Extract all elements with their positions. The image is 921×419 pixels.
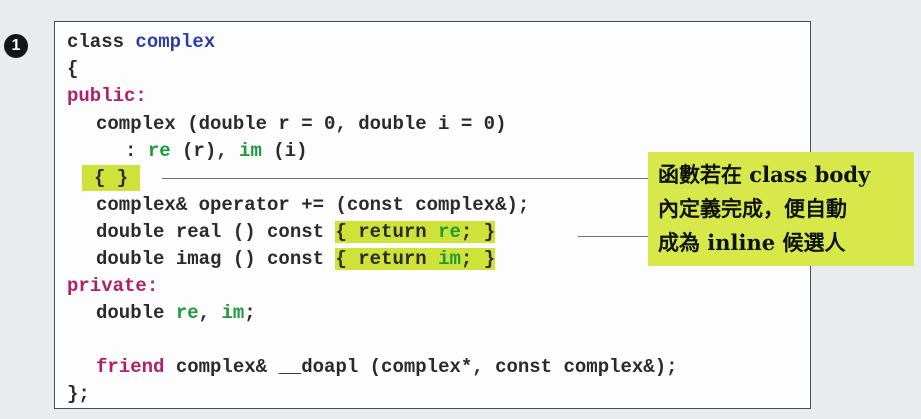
public-access-label: public:: [67, 85, 147, 107]
callout-line-2: 內定義完成，便自動: [658, 196, 847, 221]
data-member-im: im: [221, 302, 245, 324]
code-line-open-brace: {: [67, 58, 79, 80]
class-keyword: class: [67, 31, 125, 53]
friend-keyword: friend: [96, 356, 165, 378]
callout-line-3: 成為 inline 候選人: [658, 230, 846, 255]
imag-signature: double imag () const: [96, 248, 336, 270]
imag-body-highlight: { return im; }: [335, 248, 496, 270]
code-line-friend: friend complex& __doapl (complex*, const…: [96, 356, 678, 378]
class-name: complex: [135, 31, 216, 53]
step-number-badge: 1: [4, 34, 28, 58]
init-colon: :: [125, 140, 148, 162]
init-member-re: re: [147, 140, 171, 162]
constructor-body-highlight: { }: [82, 165, 141, 191]
connector-line-constructor: [162, 178, 648, 179]
code-line-close-brace: };: [67, 383, 90, 405]
data-member-re: re: [175, 302, 199, 324]
code-line-constructor: complex (double r = 0, double i = 0): [96, 113, 507, 135]
init-arg-r: (r),: [170, 140, 240, 162]
connector-line-real: [578, 236, 648, 237]
init-member-im: im: [239, 140, 262, 162]
real-body-highlight: { return re; }: [335, 221, 496, 243]
real-return-member: re: [438, 221, 461, 243]
code-line-real: double real () const { return re; }: [96, 219, 496, 245]
init-arg-i: (i): [261, 140, 308, 162]
code-line-data-members: double re, im;: [96, 302, 256, 324]
inline-note-callout: 函數若在 class body 內定義完成，便自動 成為 inline 候選人: [648, 152, 914, 266]
code-line-operator: complex& operator += (const complex&);: [96, 194, 530, 216]
real-signature: double real () const: [96, 221, 336, 243]
imag-return-member: im: [438, 248, 461, 270]
code-line-initializer: : re (r), im (i): [125, 138, 307, 164]
private-access-label: private:: [67, 275, 159, 297]
code-line-class-header: class complex: [67, 29, 215, 55]
callout-line-1: 函數若在 class body: [658, 162, 871, 187]
code-line-imag: double imag () const { return im; }: [96, 246, 496, 272]
